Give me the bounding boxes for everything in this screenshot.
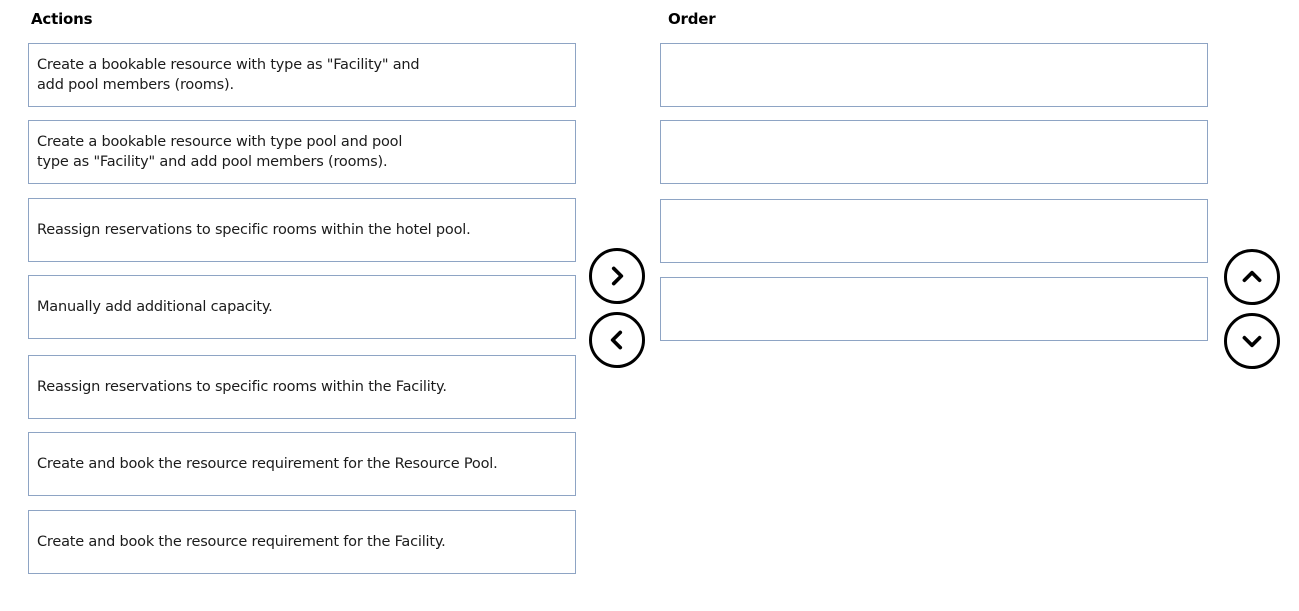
action-item-label: Manually add additional capacity.: [37, 299, 273, 315]
move-down-button[interactable]: [1224, 313, 1280, 369]
action-item-label: Create a bookable resource with type as …: [37, 57, 420, 93]
action-item[interactable]: Create and book the resource requirement…: [28, 432, 576, 496]
action-item-label: Create and book the resource requirement…: [37, 456, 498, 472]
move-up-button[interactable]: [1224, 249, 1280, 305]
action-item[interactable]: Create a bookable resource with type poo…: [28, 120, 576, 184]
order-heading: Order: [668, 10, 716, 28]
move-left-button[interactable]: [589, 312, 645, 368]
action-item-label: Create a bookable resource with type poo…: [37, 134, 403, 170]
action-item-label: Reassign reservations to specific rooms …: [37, 222, 471, 238]
order-slot[interactable]: [660, 43, 1208, 107]
chevron-right-icon: [611, 266, 624, 286]
action-item[interactable]: Create and book the resource requirement…: [28, 510, 576, 574]
move-right-button[interactable]: [589, 248, 645, 304]
chevron-left-icon: [610, 330, 623, 350]
action-item[interactable]: Reassign reservations to specific rooms …: [28, 355, 576, 419]
order-slot[interactable]: [660, 120, 1208, 184]
action-item-label: Reassign reservations to specific rooms …: [37, 379, 447, 395]
order-slot[interactable]: [660, 277, 1208, 341]
actions-heading: Actions: [31, 10, 93, 28]
chevron-up-icon: [1242, 270, 1262, 283]
order-slot[interactable]: [660, 199, 1208, 263]
action-item[interactable]: Reassign reservations to specific rooms …: [28, 198, 576, 262]
chevron-down-icon: [1242, 335, 1262, 348]
action-item-label: Create and book the resource requirement…: [37, 534, 446, 550]
action-item[interactable]: Manually add additional capacity.: [28, 275, 576, 339]
action-item[interactable]: Create a bookable resource with type as …: [28, 43, 576, 107]
